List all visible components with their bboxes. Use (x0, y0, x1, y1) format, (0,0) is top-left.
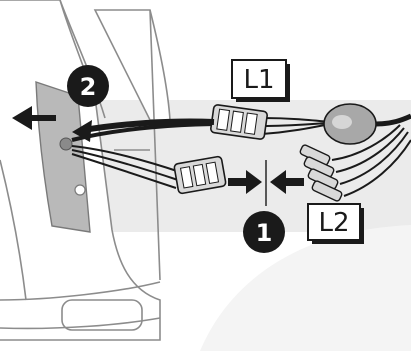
cable-grommet-hole (60, 138, 72, 150)
step-badge-1-text: 1 (256, 219, 273, 247)
background-swirl (200, 225, 411, 351)
step-badge-2: 2 (67, 65, 109, 107)
label-L1: L1 (232, 60, 290, 102)
step-badge-2-text: 2 (80, 73, 97, 101)
mounting-hole (75, 185, 85, 195)
step-badge-1: 1 (243, 211, 285, 253)
label-L2-text: L2 (318, 208, 349, 238)
label-L1-text: L1 (243, 65, 274, 95)
label-L2: L2 (308, 204, 364, 244)
